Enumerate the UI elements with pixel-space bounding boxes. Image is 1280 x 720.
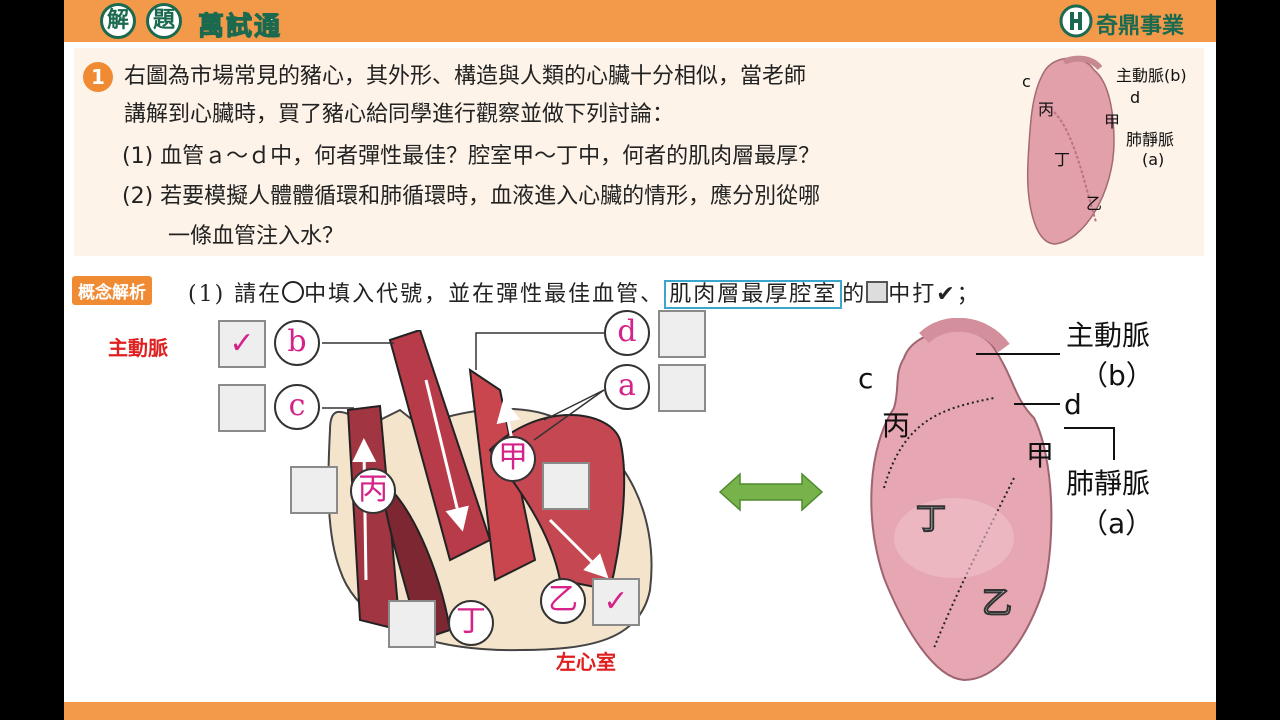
- small-heart-image: [1026, 55, 1115, 245]
- small-label-ding: 丁: [1054, 150, 1071, 169]
- square-symbol-icon: [866, 281, 889, 303]
- circle-b[interactable]: b: [274, 320, 320, 366]
- slide: 解 題 萬試通 奇鼎事業 1 右圖為市場常見的豬心，其外形、構造與人類的心臟十分…: [64, 0, 1216, 720]
- small-label-d: d: [1130, 88, 1141, 107]
- badge-ti: 題: [146, 3, 182, 39]
- small-label-aorta: 主動脈(b): [1116, 66, 1187, 85]
- big-label-jia: 甲: [1026, 439, 1055, 472]
- big-label-bing: 丙: [882, 409, 911, 442]
- concept-instruction: (1) 請在中填入代號，並在彈性最佳血管、肌肉層最厚腔室的中打✔；: [188, 276, 981, 309]
- double-arrow-icon: [718, 472, 824, 512]
- badge-jie: 解: [100, 3, 136, 39]
- leader-lines: [322, 332, 605, 441]
- question-line-4: (2) 若要模擬人體體循環和肺循環時，血液進入心臟的情形，應分別從哪: [122, 184, 821, 209]
- question-line-1: 右圖為市場常見的豬心，其外形、構造與人類的心臟十分相似，當老師: [124, 64, 807, 89]
- answer-box-aorta[interactable]: ✓: [218, 320, 266, 368]
- answer-box-jia[interactable]: [542, 462, 590, 510]
- instr-prefix: (1) 請在: [188, 282, 283, 307]
- small-label-bing: 丙: [1038, 100, 1055, 119]
- small-label-yi: 乙: [1086, 194, 1103, 213]
- concept-tag: 概念解析: [72, 276, 152, 305]
- instr-suffix: 中打✔；: [888, 282, 981, 307]
- answer-box-bing[interactable]: [290, 466, 338, 514]
- big-label-c: c: [858, 362, 874, 395]
- company-name: 奇鼎事業: [1096, 14, 1185, 39]
- big-label-d: d: [1064, 388, 1082, 421]
- circle-yi[interactable]: 乙: [540, 578, 586, 624]
- left-ventricle-red-label: 左心室: [556, 650, 616, 674]
- question-line-2: 講解到心臟時，買了豬心給同學進行觀察並做下列討論：: [124, 102, 675, 127]
- circle-ding[interactable]: 丁: [448, 600, 494, 646]
- instr-mid2: 的: [842, 282, 867, 307]
- answer-box-a[interactable]: [658, 364, 706, 412]
- aorta-red-label: 主動脈: [108, 336, 168, 360]
- company-logo-icon: [1059, 4, 1093, 38]
- big-heart-leaders: [976, 353, 1115, 460]
- small-label-pulm-vein: 肺靜脈: [1126, 130, 1175, 149]
- circle-a[interactable]: a: [604, 364, 650, 410]
- question-number: 1: [83, 62, 113, 92]
- circle-bing[interactable]: 丙: [350, 468, 396, 514]
- question-line-5: 一條血管注入水？: [168, 224, 345, 249]
- answer-box-c[interactable]: [218, 384, 266, 432]
- big-label-yi: 乙: [982, 586, 1013, 622]
- small-label-a: (a): [1142, 150, 1165, 169]
- answer-box-ding[interactable]: [388, 600, 436, 648]
- small-label-c: c: [1022, 72, 1031, 91]
- big-label-a: （a）: [1080, 507, 1154, 540]
- big-label-aorta: 主動脈: [1066, 319, 1151, 352]
- answer-box-d[interactable]: [658, 310, 706, 358]
- footer-bar: [64, 702, 1216, 720]
- question-box: [74, 48, 1204, 256]
- question-line-3: (1) 血管ａ～ｄ中，何者彈性最佳？腔室甲～丁中，何者的肌肉層最厚？: [122, 144, 821, 169]
- answer-box-yi[interactable]: ✓: [592, 578, 640, 626]
- big-heart-image: [870, 318, 1053, 682]
- series-title: 萬試通: [197, 12, 283, 43]
- check-mark-aorta: ✓: [229, 326, 255, 361]
- instr-highlight: 肌肉層最厚腔室: [664, 280, 843, 309]
- circle-symbol-icon: [282, 281, 305, 303]
- instr-mid1: 中填入代號，並在彈性最佳血管、: [304, 282, 665, 307]
- circle-d[interactable]: d: [604, 310, 650, 356]
- big-label-ding: 丁: [916, 502, 947, 538]
- big-label-pulm-vein: 肺靜脈: [1066, 467, 1151, 500]
- circle-jia[interactable]: 甲: [490, 436, 536, 482]
- big-label-b: （b）: [1080, 359, 1154, 392]
- header-bar: 解 題 萬試通 奇鼎事業: [64, 0, 1216, 43]
- check-mark-yi: ✓: [603, 584, 629, 619]
- small-label-jia: 甲: [1104, 112, 1121, 131]
- circle-c[interactable]: c: [274, 384, 320, 430]
